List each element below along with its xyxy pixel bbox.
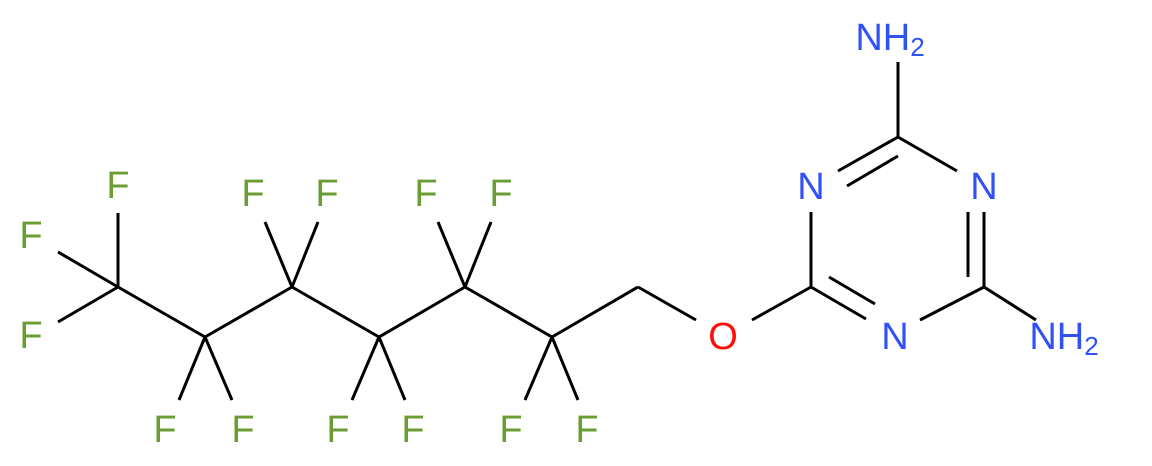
bond (204, 285, 293, 339)
subscript: 2 (910, 32, 924, 62)
atom-label-n-right: N (970, 166, 997, 208)
atom-label-f1: F (106, 165, 129, 207)
bond-layer (57, 62, 1037, 401)
atom-label-f13: F (575, 409, 598, 451)
subscript: 2 (1084, 331, 1098, 361)
bond (291, 285, 380, 339)
bond (464, 285, 553, 339)
atom-label-f3: F (19, 315, 42, 357)
atom-label-f11: F (489, 173, 512, 215)
bond (463, 221, 493, 288)
bond (837, 135, 899, 173)
atom-label-f7: F (315, 173, 338, 215)
atom-label-f9: F (401, 409, 424, 451)
bond (897, 135, 958, 173)
atom-label-f8: F (326, 409, 349, 451)
bond (751, 285, 812, 322)
bond (551, 285, 639, 339)
bond (846, 154, 899, 188)
bond (523, 336, 554, 401)
atom-label-n-bottom: N (881, 316, 908, 358)
atom-label-f2: F (19, 215, 42, 257)
bond (203, 336, 234, 401)
bond (117, 285, 206, 339)
bond (810, 285, 867, 321)
bond (57, 250, 119, 289)
atom-label-nh2-bottom: NH2 (1029, 316, 1098, 361)
atom-label-nh2-top: NH2 (855, 17, 924, 62)
bond (983, 285, 1037, 322)
atom-label-o: O (708, 316, 738, 358)
atom-label-n-left: N (797, 166, 824, 208)
atom-label-f6: F (241, 173, 264, 215)
bond (290, 221, 320, 288)
bond (550, 336, 580, 401)
bond (436, 221, 467, 288)
atom-label-f4: F (153, 409, 176, 451)
atom-label-f5: F (231, 409, 254, 451)
bond (177, 336, 207, 401)
bond (350, 336, 381, 401)
bond (378, 285, 466, 339)
bond (377, 336, 407, 401)
bond (919, 285, 985, 322)
bond (828, 275, 876, 306)
atom-label-f10: F (414, 173, 437, 215)
bond (57, 285, 119, 324)
bond (637, 285, 697, 322)
atom-label-f12: F (499, 409, 522, 451)
bond (263, 221, 294, 288)
